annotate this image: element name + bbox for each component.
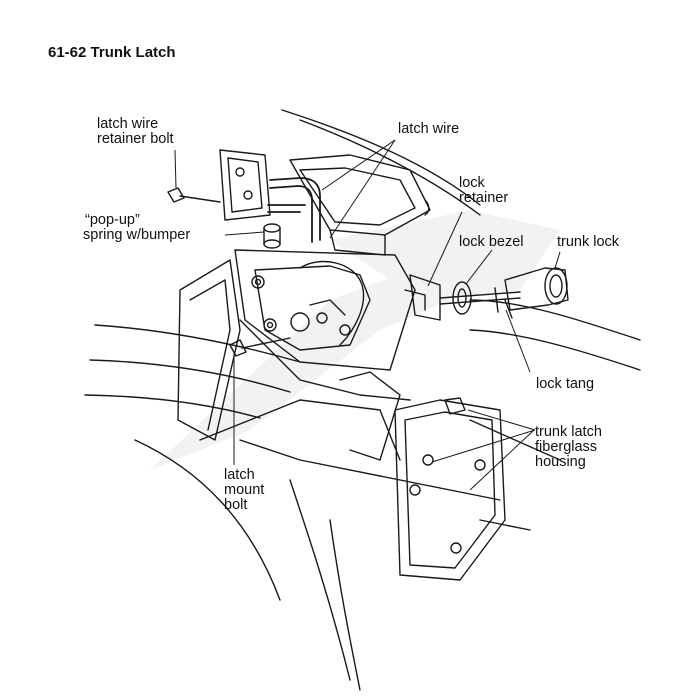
label-trunk-lock: trunk lock (557, 235, 619, 250)
label-line: latch wire (398, 121, 460, 137)
fiberglass-housing (177, 259, 506, 581)
retainer-bolt (167, 187, 221, 203)
pop-up-spring (263, 223, 281, 249)
label-line: retainer bolt (97, 131, 174, 147)
label-line: retainer (459, 190, 509, 206)
leader-lines (174, 139, 561, 491)
label-lock-bezel: lock bezel (459, 235, 523, 250)
upper-bracket (289, 154, 431, 256)
latch-wire (267, 177, 321, 243)
car-body-lines (84, 109, 641, 691)
label-line: trunk latch (535, 424, 602, 440)
latch-mechanism (234, 249, 416, 371)
label-lock-retainer: lock retainer (459, 176, 508, 206)
label-trunk-latch-fiberglass-housing: trunk latch fiberglass housing (535, 425, 602, 470)
label-line: latch wire (97, 116, 159, 132)
label-line: lock tang (536, 376, 595, 392)
label-line: trunk lock (557, 234, 620, 250)
label-lock-tang: lock tang (536, 377, 594, 392)
label-line: spring w/bumper (83, 227, 191, 243)
label-line: mount (224, 482, 265, 498)
latch-wire-plate (219, 149, 271, 221)
lock-bezel (452, 281, 472, 315)
label-latch-wire: latch wire (398, 122, 459, 137)
label-latch-mount-bolt: latch mount bolt (224, 468, 264, 513)
label-line: latch (224, 467, 255, 483)
trunk-lock-cylinder (439, 267, 569, 319)
label-line: lock (459, 175, 485, 191)
label-line: lock bezel (459, 234, 524, 250)
label-line: housing (535, 454, 586, 470)
watermark (150, 210, 560, 470)
label-pop-up-spring: “pop-up” spring w/bumper (83, 213, 190, 243)
page-title: 61-62 Trunk Latch (48, 44, 176, 61)
label-latch-wire-retainer-bolt: latch wire retainer bolt (97, 117, 174, 147)
label-line: “pop-up” (85, 212, 140, 228)
label-line: fiberglass (535, 439, 598, 455)
label-line: bolt (224, 497, 248, 513)
